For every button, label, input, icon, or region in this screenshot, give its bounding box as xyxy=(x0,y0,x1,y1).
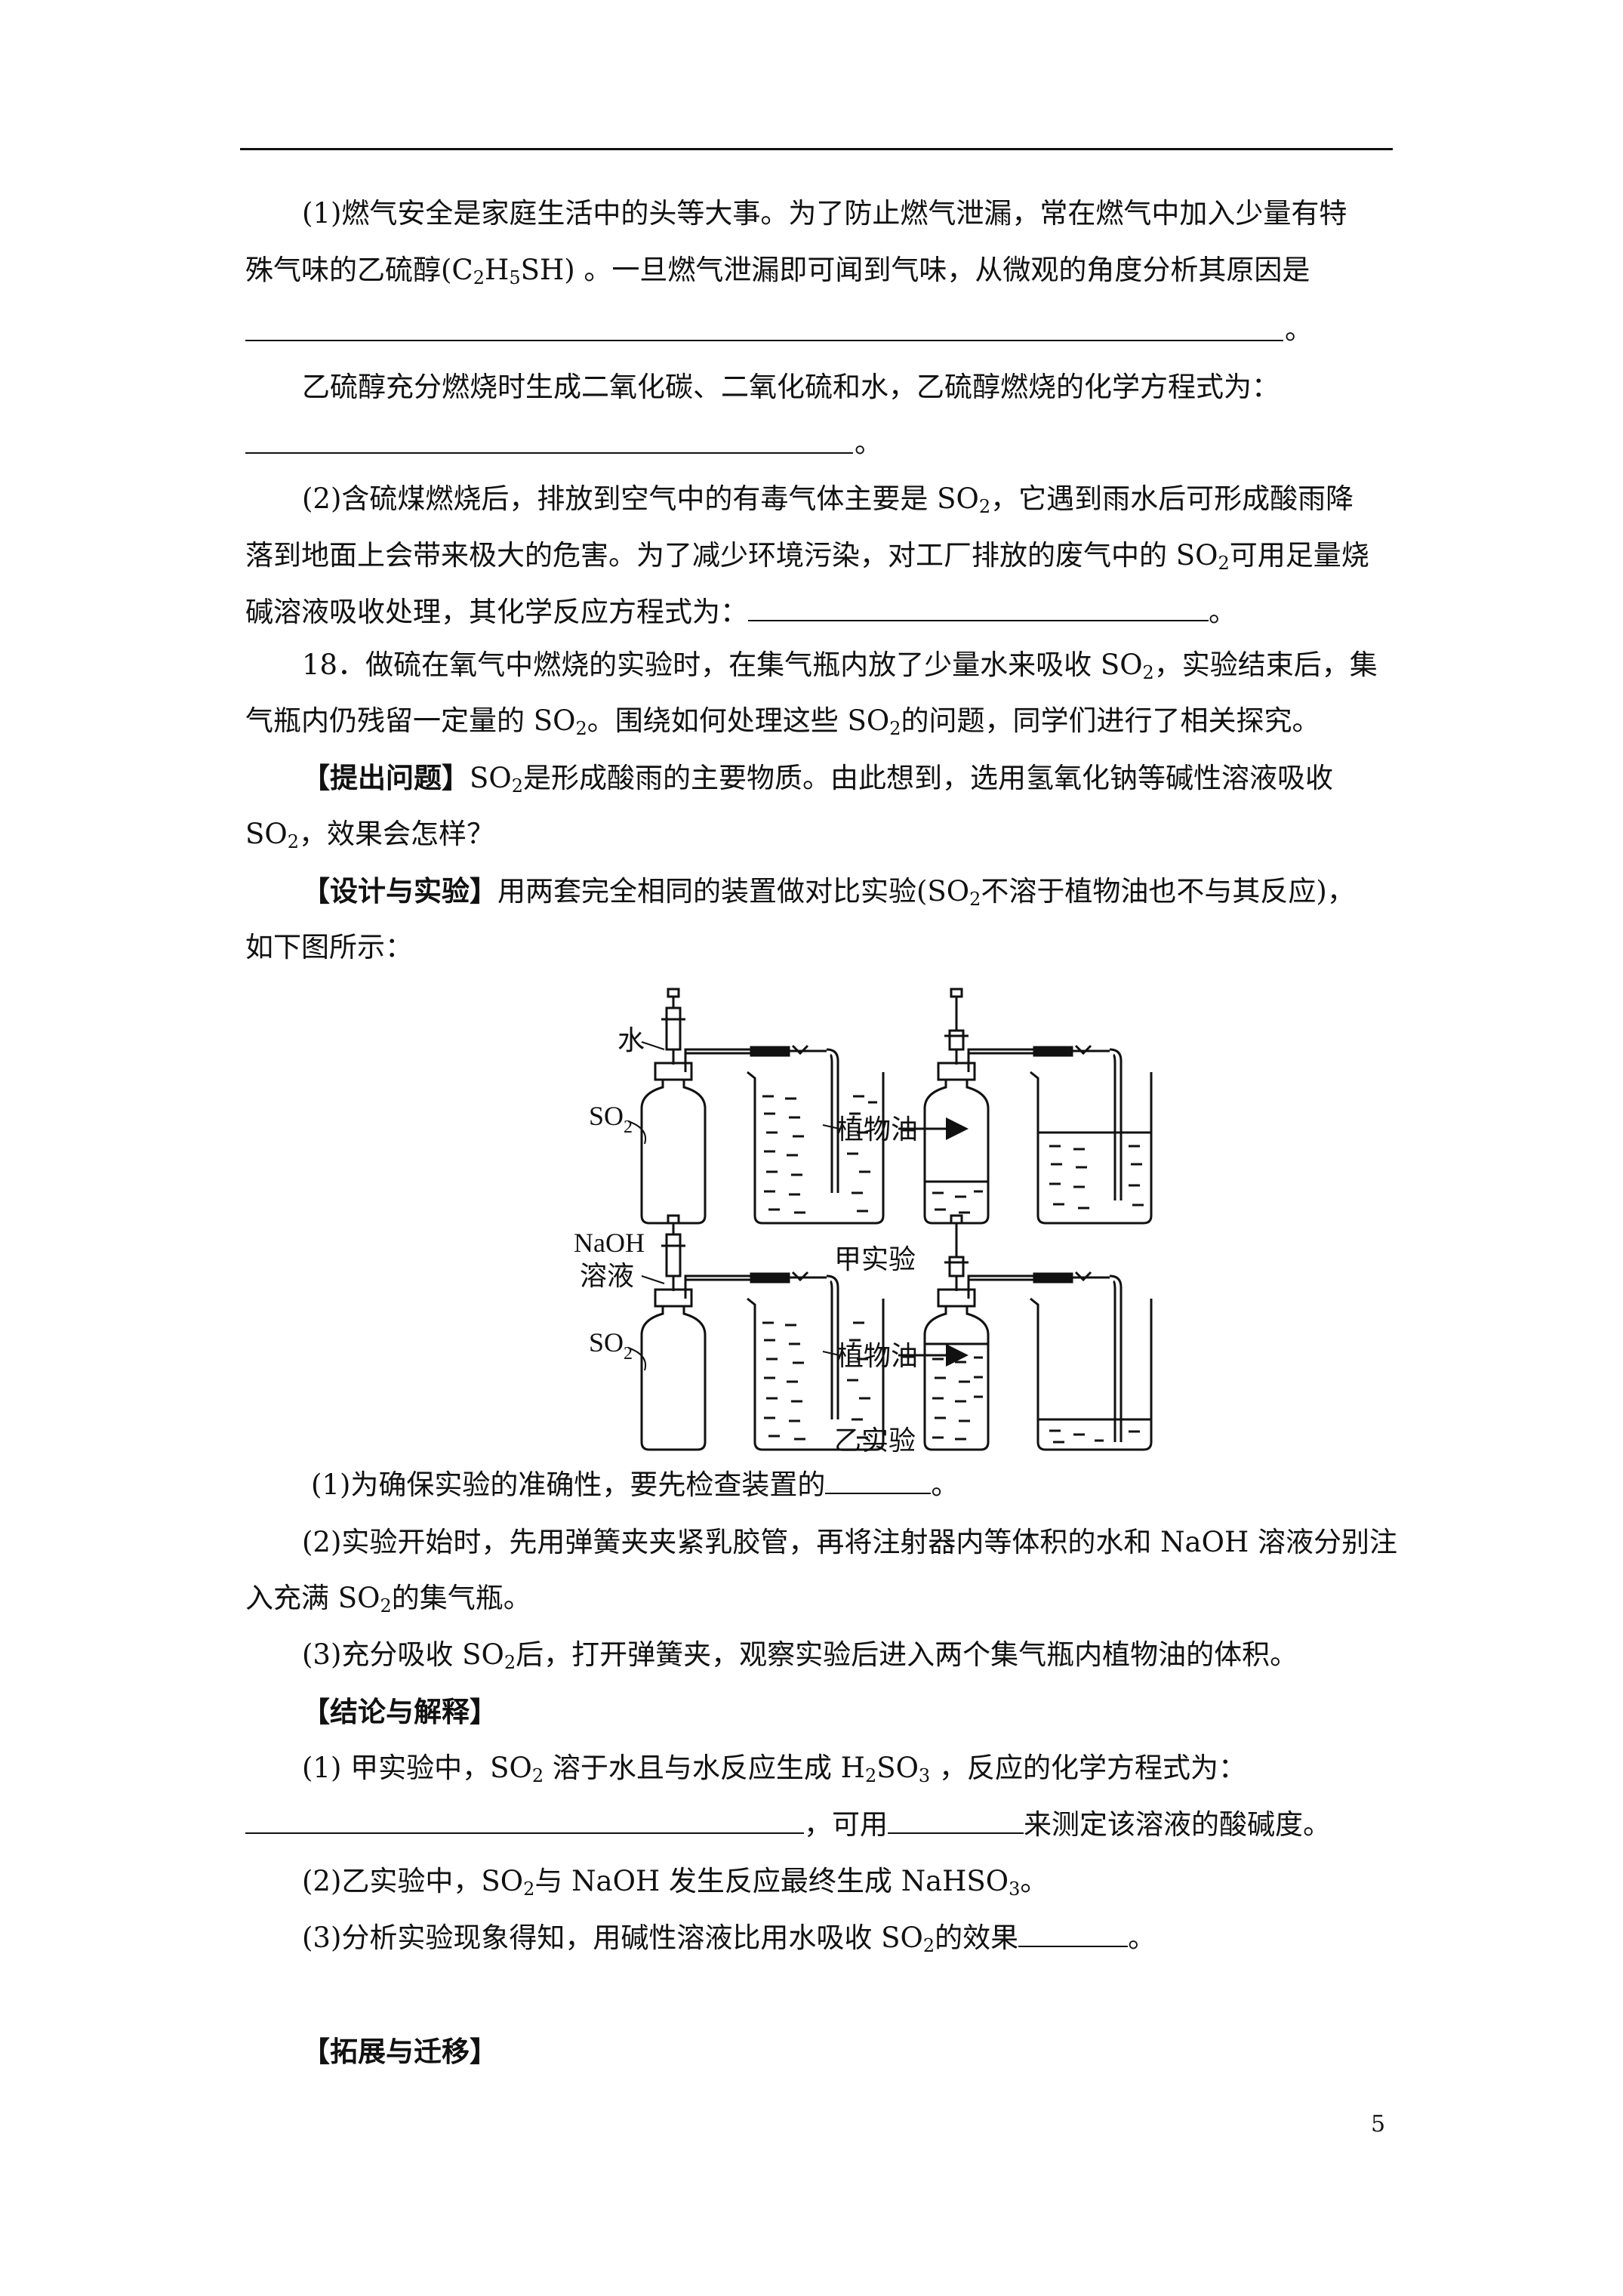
beaker-icon xyxy=(1030,1297,1153,1451)
label-so2: SO2 xyxy=(589,1327,633,1364)
q17-part2-line1: (2)含硫煤燃烧后，排放到空气中的有毒气体主要是 SO2，它遇到雨水后可形成酸雨… xyxy=(302,482,1354,517)
syringe-icon xyxy=(944,1214,969,1291)
answer-blank-reason[interactable] xyxy=(245,340,1283,341)
q18-step3: (3)充分吸收 SO2后，打开弹簧夹，观察实验后进入两个集气瓶内植物油的体积。 xyxy=(302,1638,1298,1673)
label-vegetable-oil: 植物油 xyxy=(836,1114,918,1145)
answer-blank-sulfurous-equation[interactable] xyxy=(245,1807,804,1834)
q18-step1: (1)为确保实验的准确性，要先检查装置的。 xyxy=(311,1467,959,1501)
beaker-icon xyxy=(747,1297,885,1451)
q18-conclusion-heading: 【结论与解释】 xyxy=(302,1695,497,1728)
leader-line xyxy=(627,1120,646,1145)
apparatus-figure: 水 SO2 植物油 甲实验 xyxy=(574,988,1153,1456)
leader-line xyxy=(627,1347,646,1371)
q18-question-line1: 【提出问题】SO2是形成酸雨的主要物质。由此想到，选用氢氧化钠等碱性溶液吸收 xyxy=(302,761,1333,797)
spring-clip-icon xyxy=(750,1271,839,1419)
q18-conclusion2: (2)乙实验中，SO2与 NaOH 发生反应最终生成 NaHSO3。 xyxy=(302,1865,1049,1900)
q18-conclusion1-line1: (1) 甲实验中，SO2 溶于水且与水反应生成 H2SO3 ，反应的化学方程式为… xyxy=(302,1752,1246,1786)
q18-line1: 18．做硫在氧气中燃烧的实验时，在集气瓶内放了少量水来吸收 SO2，实验结束后，… xyxy=(302,649,1378,683)
q18-question-line2: SO2，效果会怎样？ xyxy=(245,818,494,852)
gas-bottle-icon xyxy=(640,1274,751,1451)
oil-liquid-hatching xyxy=(1049,1429,1140,1444)
leader-line xyxy=(641,1275,665,1284)
q18-step2-line2: 入充满 SO2的集气瓶。 xyxy=(245,1582,531,1616)
q17-part1-line2: 殊气味的乙硫醇(C2H5SH) 。一旦燃气泄漏即可闻到气味，从微观的角度分析其原… xyxy=(245,254,1310,288)
q17-period-2: 。 xyxy=(855,427,882,459)
q18-line2: 气瓶内仍残留一定量的 SO2。围绕如何处理这些 SO2的问题，同学们进行了相关探… xyxy=(245,704,1320,739)
answer-blank-absorption-equation[interactable] xyxy=(748,594,1209,621)
gas-bottle-icon xyxy=(923,1274,1034,1451)
label-naoh: NaOH xyxy=(574,1228,645,1258)
beaker-icon xyxy=(1030,1071,1153,1225)
page-number: 5 xyxy=(1371,2111,1386,2137)
q18-conclusion1-line2: ，可用来测定该溶液的酸碱度。 xyxy=(245,1806,1393,1844)
spring-clip-icon xyxy=(750,1044,839,1193)
spring-clip-icon xyxy=(1033,1044,1123,1200)
label-solution: 溶液 xyxy=(580,1261,634,1291)
oil-in-bottle-hatching xyxy=(932,1190,983,1214)
q18-design-line2: 如下图所示： xyxy=(245,931,413,963)
header-rule xyxy=(240,148,1393,150)
oil-liquid-hatching xyxy=(762,1321,870,1441)
leader-line xyxy=(641,1041,665,1050)
beaker-icon xyxy=(747,1071,885,1225)
syringe-icon xyxy=(944,988,969,1065)
syringe-icon xyxy=(661,1214,685,1291)
label-vegetable-oil: 植物油 xyxy=(836,1341,918,1371)
answer-blank-effect[interactable] xyxy=(1018,1920,1129,1947)
caption-experiment-jia: 甲实验 xyxy=(834,1244,916,1274)
q18-step2-line1: (2)实验开始时，先用弹簧夹夹紧乳胶管，再将注射器内等体积的水和 NaOH 溶液… xyxy=(302,1526,1397,1558)
q17-part2-line3: 碱溶液吸收处理，其化学反应方程式为：。 xyxy=(245,594,1236,628)
label-so2: SO2 xyxy=(589,1101,633,1137)
label-water: 水 xyxy=(617,1025,645,1056)
oil-in-bottle-hatching xyxy=(932,1356,983,1441)
answer-blank-ph-measure[interactable] xyxy=(888,1807,1024,1834)
syringe-icon xyxy=(661,988,685,1065)
q17-part1-line1: (1)燃气安全是家庭生活中的头等大事。为了防止燃气泄漏，常在燃气中加入少量有特 xyxy=(302,197,1347,230)
q18-conclusion3: (3)分析实验现象得知，用碱性溶液比用水吸收 SO2的效果。 xyxy=(302,1920,1156,1956)
q17-period-1: 。 xyxy=(1285,313,1313,346)
gas-bottle-icon xyxy=(640,1048,751,1225)
oil-liquid-hatching xyxy=(762,1095,877,1214)
answer-blank-combustion-equation[interactable] xyxy=(245,452,853,454)
caption-experiment-yi: 乙实验 xyxy=(834,1425,916,1456)
q17-part1-line4: 乙硫醇充分燃烧时生成二氧化碳、二氧化硫和水，乙硫醇燃烧的化学方程式为： xyxy=(302,371,1280,403)
leader-line xyxy=(822,1351,840,1356)
q18-design-line1: 【设计与实验】用两套完全相同的装置做对比实验(SO2不溶于植物油也不与其反应)， xyxy=(302,874,1355,910)
q18-extension-heading: 【拓展与迁移】 xyxy=(302,2035,497,2068)
leader-line xyxy=(822,1124,840,1130)
spring-clip-icon xyxy=(1033,1271,1123,1442)
oil-liquid-hatching xyxy=(1049,1145,1144,1210)
answer-blank-check[interactable] xyxy=(825,1467,932,1494)
q17-part2-line2: 落到地面上会带来极大的危害。为了减少环境污染，对工厂排放的废气中的 SO2可用足… xyxy=(245,539,1369,574)
gas-bottle-icon xyxy=(923,1048,1034,1225)
